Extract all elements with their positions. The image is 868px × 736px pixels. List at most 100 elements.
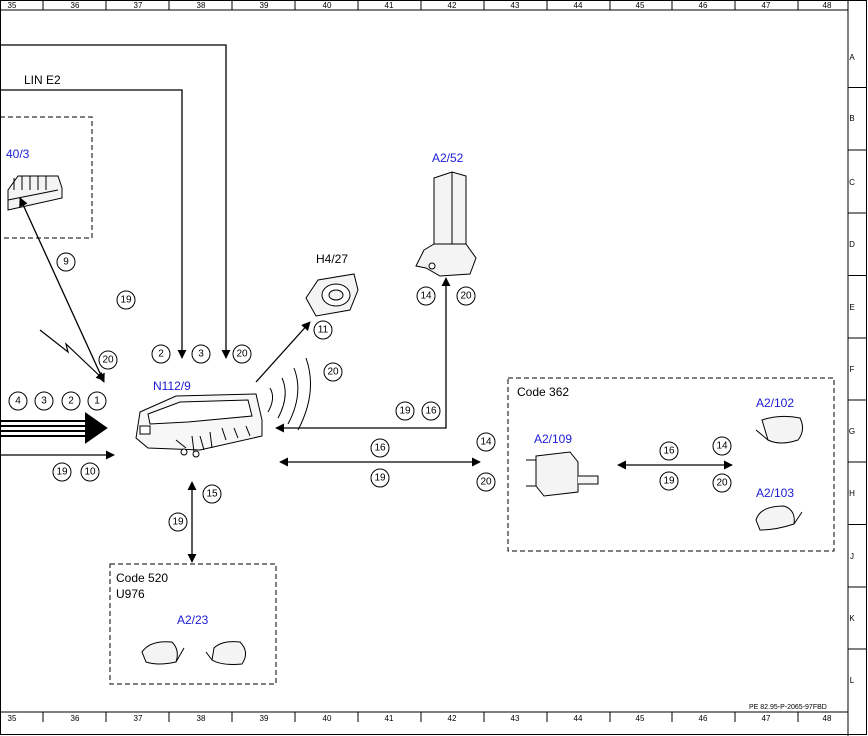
column-label-top-36: 36 bbox=[71, 1, 80, 10]
column-label-top-42: 42 bbox=[448, 1, 457, 10]
column-label-top-39: 39 bbox=[260, 1, 269, 10]
wireless-signal-bolt bbox=[39, 329, 105, 381]
column-label-bottom-42: 42 bbox=[448, 714, 457, 723]
partial-component-box: 40/3 bbox=[0, 116, 93, 239]
row-label-H: H bbox=[849, 489, 855, 498]
n112-9-label: N112/9 bbox=[153, 379, 191, 393]
wire-to-a2-52 bbox=[275, 277, 451, 433]
connection-number-c2: 2 bbox=[151, 344, 171, 364]
row-label-D: D bbox=[849, 240, 855, 249]
svg-text:2: 2 bbox=[68, 396, 74, 407]
mirror-icon-a2-102 bbox=[755, 415, 804, 444]
connection-numbers: 9 19 2 3 20 20 11 20 14 20 19 16 4 3 2 1 19 10 16 19 14 20 16 1… bbox=[8, 252, 732, 532]
row-label-L: L bbox=[850, 676, 855, 685]
connection-number-c20f: 20 bbox=[712, 473, 732, 493]
connection-number-c16b: 16 bbox=[370, 438, 390, 458]
column-label-top-40: 40 bbox=[323, 1, 332, 10]
connection-number-c20e: 20 bbox=[476, 472, 496, 492]
svg-text:20: 20 bbox=[460, 291, 472, 302]
column-label-bottom-35: 35 bbox=[8, 714, 17, 723]
wire-bundle-top bbox=[0, 44, 231, 383]
connection-number-c20a: 20 bbox=[232, 344, 252, 364]
partial-component-label: 40/3 bbox=[6, 147, 30, 161]
antenna-icon bbox=[415, 171, 477, 277]
column-label-bottom-47: 47 bbox=[762, 714, 771, 723]
svg-text:4: 4 bbox=[15, 396, 21, 407]
svg-text:14: 14 bbox=[420, 291, 432, 302]
svg-text:20: 20 bbox=[327, 367, 339, 378]
speaker-icon bbox=[305, 273, 359, 317]
connection-number-c2b: 2 bbox=[61, 391, 81, 411]
column-label-top-37: 37 bbox=[134, 1, 143, 10]
svg-text:19: 19 bbox=[374, 473, 386, 484]
row-label-A: A bbox=[849, 53, 855, 62]
svg-text:19: 19 bbox=[663, 476, 675, 487]
connection-number-c3b: 3 bbox=[34, 391, 54, 411]
connection-number-c9: 9 bbox=[56, 252, 76, 272]
bus-lines-left bbox=[0, 412, 115, 460]
svg-text:3: 3 bbox=[41, 396, 47, 407]
column-label-bottom-41: 41 bbox=[385, 714, 394, 723]
connection-number-c19f: 19 bbox=[168, 512, 188, 532]
connection-number-c11: 11 bbox=[313, 320, 333, 340]
svg-text:14: 14 bbox=[480, 437, 492, 448]
connection-number-c4: 4 bbox=[8, 391, 28, 411]
connection-number-c10: 10 bbox=[80, 462, 100, 482]
connection-number-c20c: 20 bbox=[323, 362, 343, 382]
column-label-top-43: 43 bbox=[511, 1, 520, 10]
a2-102-label: A2/102 bbox=[756, 396, 794, 410]
svg-text:16: 16 bbox=[663, 446, 675, 457]
svg-text:15: 15 bbox=[206, 489, 218, 500]
svg-text:19: 19 bbox=[399, 406, 411, 417]
svg-text:16: 16 bbox=[425, 406, 437, 417]
u976-label: U976 bbox=[116, 587, 145, 601]
connection-number-c14b: 14 bbox=[476, 432, 496, 452]
svg-text:19: 19 bbox=[172, 517, 184, 528]
column-label-top-41: 41 bbox=[385, 1, 394, 10]
column-label-top-38: 38 bbox=[197, 1, 206, 10]
row-label-B: B bbox=[849, 114, 854, 123]
svg-text:9: 9 bbox=[63, 257, 69, 268]
connection-number-c14c: 14 bbox=[712, 436, 732, 456]
svg-text:11: 11 bbox=[318, 325, 329, 336]
column-label-bottom-46: 46 bbox=[699, 714, 708, 723]
row-label-J: J bbox=[850, 552, 854, 561]
column-label-bottom-38: 38 bbox=[197, 714, 206, 723]
row-label-E: E bbox=[849, 303, 854, 312]
column-label-top-48: 48 bbox=[823, 1, 832, 10]
connection-number-c19a: 19 bbox=[116, 290, 136, 310]
svg-text:2: 2 bbox=[158, 349, 164, 360]
svg-text:19: 19 bbox=[56, 467, 68, 478]
row-label-F: F bbox=[850, 365, 855, 374]
a2-109-module-icon bbox=[526, 451, 599, 497]
column-label-bottom-43: 43 bbox=[511, 714, 520, 723]
column-label-top-44: 44 bbox=[574, 1, 583, 10]
connection-number-c20d: 20 bbox=[456, 286, 476, 306]
svg-text:10: 10 bbox=[84, 467, 96, 478]
svg-text:20: 20 bbox=[102, 355, 114, 366]
wire-to-h4-27 bbox=[255, 321, 311, 383]
column-label-top-35: 35 bbox=[8, 1, 17, 10]
code-520-box bbox=[109, 563, 277, 685]
svg-text:16: 16 bbox=[374, 443, 386, 454]
n112-9-module bbox=[135, 393, 263, 458]
line-e2-label: LIN E2 bbox=[24, 73, 61, 87]
mirror-icon-a2-103 bbox=[755, 505, 803, 531]
column-label-bottom-40: 40 bbox=[323, 714, 332, 723]
connection-number-c19c: 19 bbox=[52, 462, 72, 482]
column-label-bottom-48: 48 bbox=[823, 714, 832, 723]
svg-text:1: 1 bbox=[94, 396, 100, 407]
row-label-G: G bbox=[849, 427, 855, 436]
h4-27-label: H4/27 bbox=[316, 252, 348, 266]
a2-23-label: A2/23 bbox=[177, 613, 209, 627]
code-362-box bbox=[507, 377, 835, 552]
connection-number-c1: 1 bbox=[87, 391, 107, 411]
connection-number-c15: 15 bbox=[202, 484, 222, 504]
a2-52-label: A2/52 bbox=[432, 151, 464, 165]
svg-text:3: 3 bbox=[198, 349, 204, 360]
a2-103-label: A2/103 bbox=[756, 486, 794, 500]
connection-number-c20b: 20 bbox=[98, 350, 118, 370]
code-362-label: Code 362 bbox=[517, 385, 569, 399]
